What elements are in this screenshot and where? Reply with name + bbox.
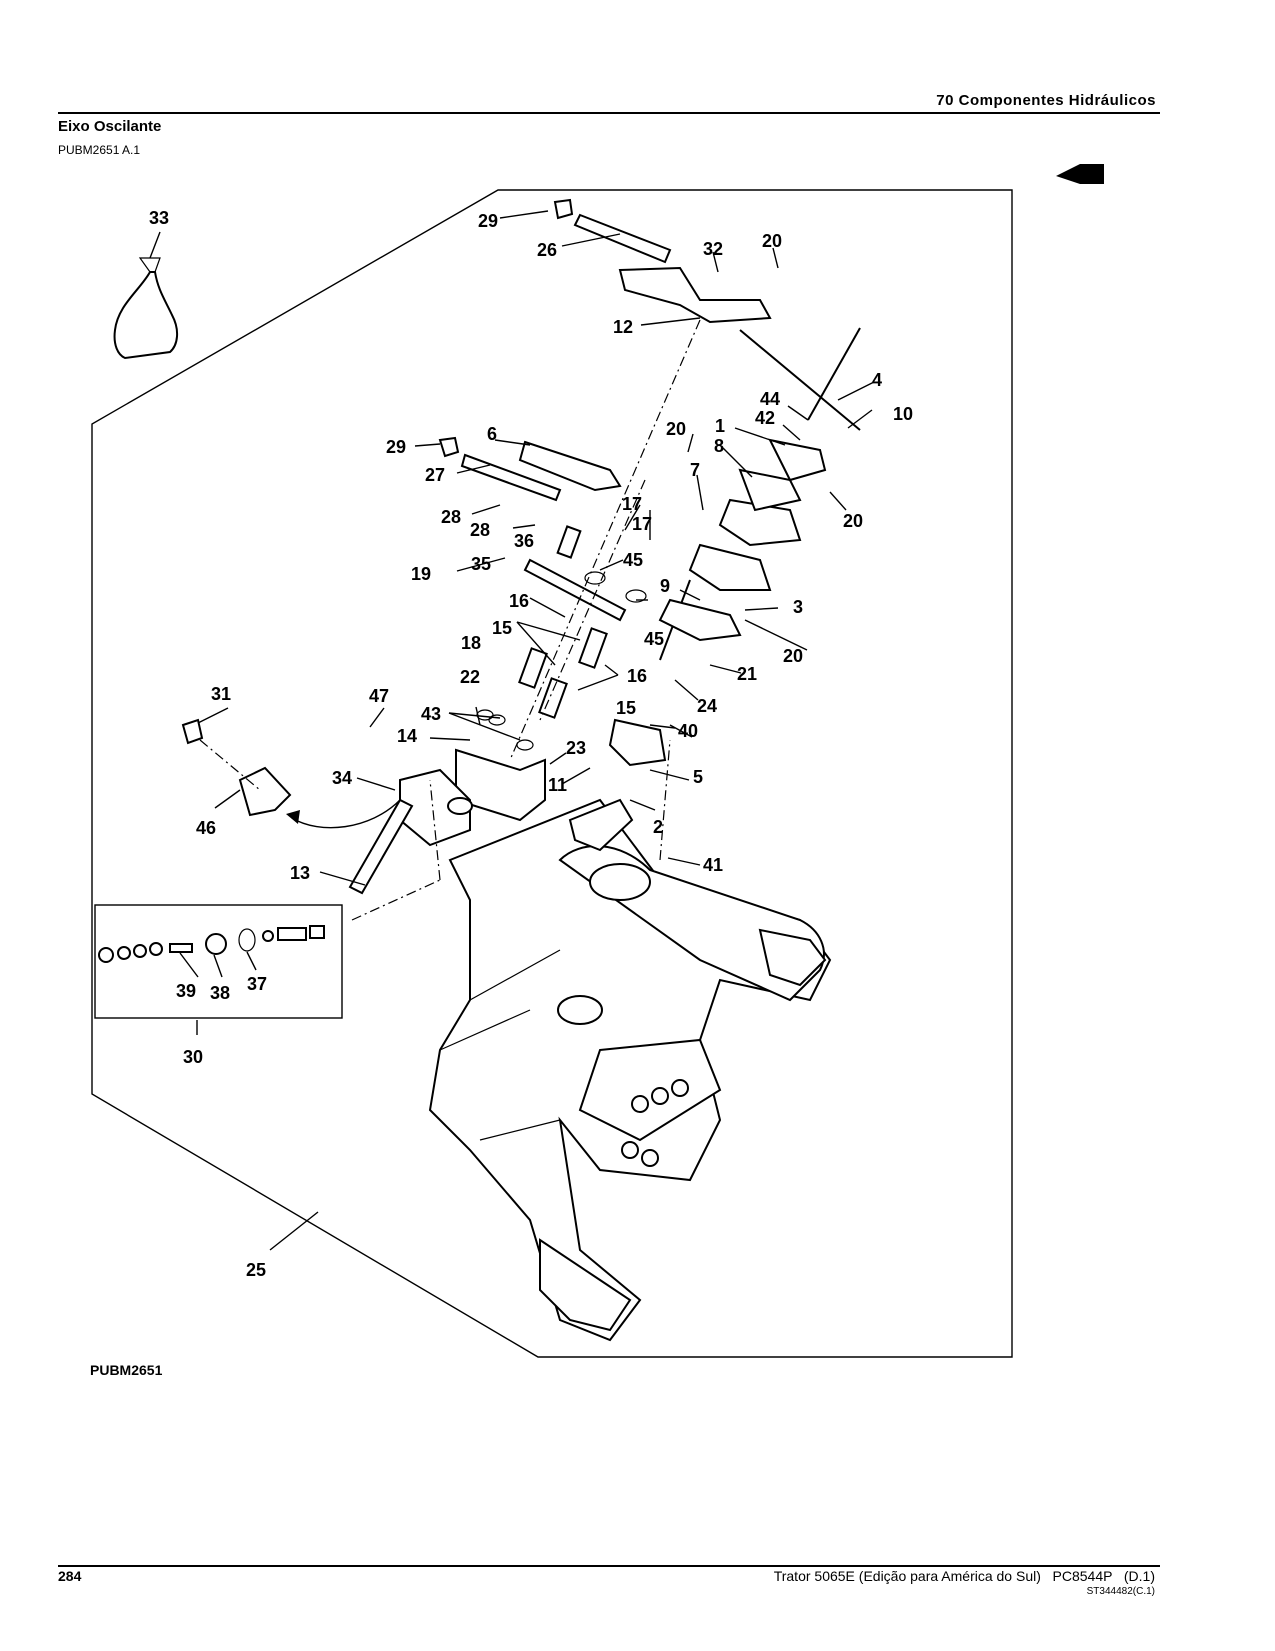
callout-46: 46 [196,818,216,838]
part-36 [556,525,582,559]
callout-38: 38 [210,983,230,1003]
callout-20: 20 [666,419,686,439]
leader-lines [149,210,875,1251]
part-31 [181,718,204,745]
part-45b [625,589,647,603]
callout-34: 34 [332,768,352,788]
callout-1: 1 [715,416,725,436]
part-46 [238,766,292,817]
callout-42: 42 [755,408,775,428]
callout-26: 26 [537,240,557,260]
inset-parts [98,925,325,963]
callout-31: 31 [211,684,231,704]
callout-15: 15 [616,698,636,718]
callout-28: 28 [441,507,461,527]
callout-45: 45 [623,550,643,570]
callout-37: 37 [247,974,267,994]
callout-41: 41 [703,855,723,875]
callout-6: 6 [487,424,497,444]
part-45a [584,571,606,585]
part-29b [438,436,460,458]
callout-16: 16 [627,666,647,686]
callout-36: 36 [514,531,534,551]
callout-43: 43 [421,704,441,724]
callout-17: 17 [632,514,652,534]
callout-19: 19 [411,564,431,584]
callout-45: 45 [644,629,664,649]
axle-housing [428,798,832,1342]
document-title: Trator 5065E (Edição para América do Sul… [773,1568,1155,1584]
callout-33: 33 [149,208,169,228]
part-3 [658,598,742,642]
header-rule [58,112,1160,114]
callout-4: 4 [872,370,882,390]
callout-25: 25 [246,1260,266,1280]
callout-39: 39 [176,981,196,1001]
callout-9: 9 [660,576,670,596]
page-heading: Eixo Oscilante [58,118,162,135]
callout-13: 13 [290,863,310,883]
figure-caption: PUBM2651 [90,1362,163,1378]
callout-29: 29 [386,437,406,457]
part-5 [608,718,667,767]
callout-21: 21 [737,664,757,684]
document-code: ST344482(C.1) [1086,1586,1155,1597]
callout-23: 23 [566,738,586,758]
footer-rule [58,1565,1160,1567]
callout-17: 17 [622,494,642,514]
callout-35: 35 [471,554,491,574]
part-33-bag [113,271,178,360]
callout-3: 3 [793,597,803,617]
callout-28: 28 [470,520,490,540]
inset-box [94,904,343,1019]
part-4 [807,327,861,421]
callout-11: 11 [548,775,567,795]
part-15b [518,647,548,689]
callout-2: 2 [653,817,663,837]
diagram-frame [91,189,1013,1358]
callout-5: 5 [693,767,703,787]
part-1 [768,438,827,482]
direction-arrow-icon [1056,164,1104,184]
part-10 [739,329,861,431]
part-8 [738,468,802,512]
callout-22: 22 [460,667,480,687]
page-number: 284 [58,1568,82,1584]
callout-14: 14 [397,726,417,746]
callout-47: 47 [369,686,389,706]
callout-27: 27 [425,465,445,485]
callout-29: 29 [478,211,498,231]
part-26 [573,213,672,264]
section-title: 70 Componentes Hidráulicos [936,92,1156,109]
callout-labels: 33 29 26 32 20 12 4 44 10 42 1 20 6 29 8… [149,208,913,1280]
valve-block [399,748,546,847]
callout-10: 10 [893,404,913,424]
callout-40: 40 [678,721,698,741]
callout-12: 12 [613,317,633,337]
part-35 [523,558,627,622]
reference-code: PUBM2651 A.1 [58,143,141,157]
callout-32: 32 [703,239,723,259]
part-6 [518,440,622,492]
part-13 [348,798,414,895]
callout-20: 20 [783,646,803,666]
part-15c [538,677,568,719]
part-15a [578,627,608,669]
callout-20: 20 [762,231,782,251]
callout-44: 44 [760,389,780,409]
callout-7: 7 [690,460,700,480]
part-12 [618,266,772,324]
callout-30: 30 [183,1047,203,1067]
part-2 [568,798,634,852]
callout-18: 18 [461,633,481,653]
part-29a [553,198,574,220]
callout-15: 15 [492,618,512,638]
callout-8: 8 [714,436,724,456]
callout-20: 20 [843,511,863,531]
callout-24: 24 [697,696,717,716]
callout-16: 16 [509,591,529,611]
